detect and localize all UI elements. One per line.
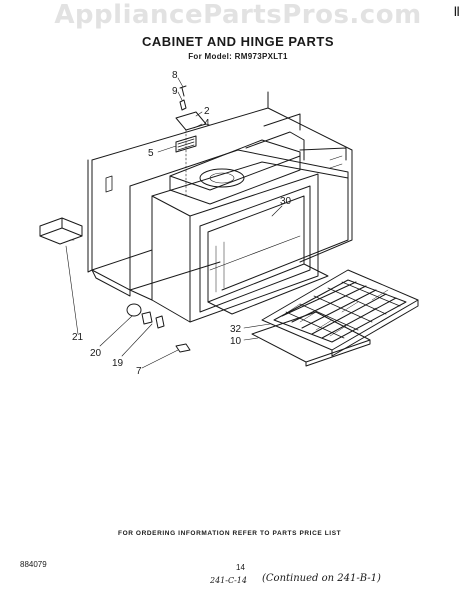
callout-2: 2 xyxy=(204,106,210,117)
corner-mark: || xyxy=(454,6,460,17)
figure-number: 884079 xyxy=(20,560,47,569)
cabinet-base xyxy=(91,261,221,297)
callout-21: 21 xyxy=(72,332,84,343)
callout-8: 8 xyxy=(172,70,178,81)
foot-and-fasteners xyxy=(126,303,191,353)
callout-9: 9 xyxy=(172,86,178,97)
cabinet-wrapper xyxy=(87,91,353,273)
page-title: CABINET AND HINGE PARTS xyxy=(141,34,335,49)
callout-19: 19 xyxy=(112,358,124,369)
callout-5: 5 xyxy=(148,148,154,159)
bottom-pad xyxy=(251,311,371,367)
page-number: 14 xyxy=(236,563,245,572)
callout-30: 30 xyxy=(280,196,292,207)
callout-20: 20 xyxy=(90,348,102,359)
hinge-bracket xyxy=(175,85,207,197)
leader-lines xyxy=(65,77,283,369)
callout-4: 4 xyxy=(204,118,210,129)
reference-code: 241-C-14 xyxy=(210,576,247,585)
ordering-info: FOR ORDERING INFORMATION REFER TO PARTS … xyxy=(118,530,342,537)
oven-rack xyxy=(261,269,419,357)
continued-note: (Continued on 241-B-1) xyxy=(262,573,381,584)
callout-10: 10 xyxy=(230,336,242,347)
model-line: For Model: RM973PXLT1 xyxy=(188,52,288,61)
top-housing xyxy=(169,113,347,205)
callout-7: 7 xyxy=(136,366,142,377)
watermark: AppliancePartsPros.com xyxy=(54,0,422,30)
side-bracket xyxy=(39,217,83,245)
oven-cavity xyxy=(129,149,349,323)
callout-32: 32 xyxy=(230,324,242,335)
